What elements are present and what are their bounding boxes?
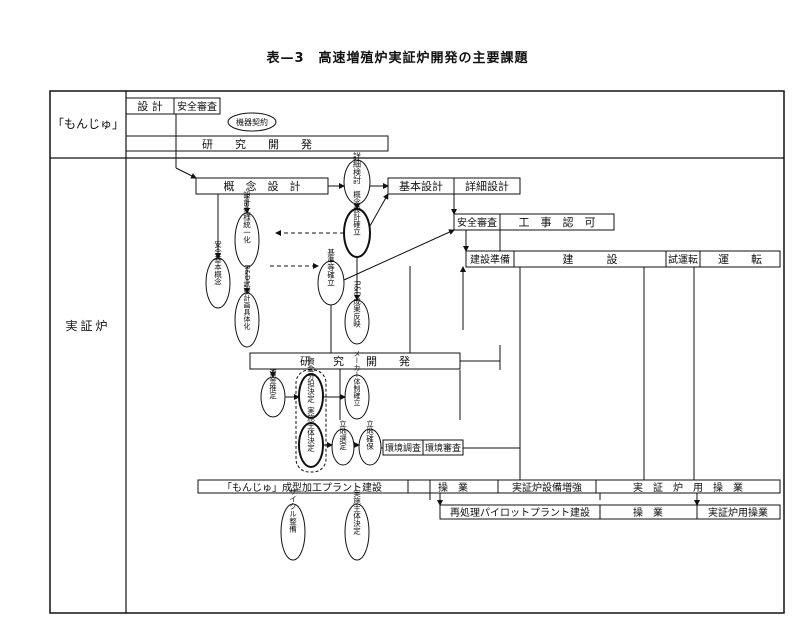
bubble-impl-body: 実施主体決定: [298, 405, 324, 468]
operation1-label: 操 業: [438, 481, 468, 494]
svg-text:機器契約: 機器契約: [236, 117, 268, 127]
svg-text:研 究 開 発: 研 究 開 発: [202, 137, 312, 151]
row-label-demo: 実証炉: [65, 318, 110, 333]
monju-design-box: 設 計: [125, 97, 175, 115]
demo-operation-label: 実 証 炉 用 操 業: [633, 481, 743, 494]
svg-text:安全基本概念: 安全基本概念: [213, 239, 222, 285]
svg-text:R&D成果反映: R&D成果反映: [352, 281, 361, 329]
bubble-safety-concept: 安全基本概念: [205, 239, 231, 309]
svg-text:設 計: 設 計: [137, 99, 163, 113]
demo-safety-review-box: 安全審査: [453, 213, 501, 231]
row-label-monju: 「もんじゅ」: [52, 117, 124, 131]
svg-text:工 事 認 可: 工 事 認 可: [519, 215, 596, 229]
svg-text:立地確保: 立地確保: [365, 419, 374, 452]
svg-text:実施主体決定: 実施主体決定: [306, 405, 315, 453]
construction-label: 建 設: [563, 252, 618, 266]
bottom-bar-2: 再処理パイロットプラント建設 操 業 実証炉用操業: [439, 504, 781, 520]
svg-text:環境調査: 環境調査: [385, 442, 421, 454]
bubble-rd-test: R&D試験計画具体化: [234, 265, 260, 348]
bubble-fuel-cycle: サイクル整備: [280, 487, 306, 561]
bubble-detail-design: 詳細検討: [343, 151, 371, 205]
svg-text:安全審査: 安全審査: [177, 100, 217, 113]
svg-text:実施主体決定: 実施主体決定: [352, 488, 361, 536]
svg-text:詳細検討: 詳細検討: [353, 151, 362, 184]
svg-text:設計仕様統一化: 設計仕様統一化: [242, 189, 251, 244]
bubble-standards: 基準等確立: [317, 247, 345, 306]
svg-text:概 念 設 計: 概 念 設 計: [224, 179, 301, 193]
svg-text:資金分担決定: 資金分担決定: [306, 356, 315, 404]
svg-text:基準等確立: 基準等確立: [326, 247, 335, 286]
svg-text:サイクル整備: サイクル整備: [288, 487, 297, 534]
svg-text:メーカー体制確立: メーカー体制確立: [353, 350, 361, 406]
svg-text:R&D試験計画具体化: R&D試験計画具体化: [243, 265, 251, 331]
env-review-box: 環境審査: [422, 439, 464, 456]
svg-text:環境審査: 環境審査: [425, 442, 461, 454]
detailed-design-box: 詳細設計: [453, 177, 521, 195]
env-survey-box: 環境調査: [382, 439, 424, 456]
page-title: 表—3 高速増殖炉実証炉開発の主要課題: [266, 51, 529, 66]
construction-prep-label: 建設準備: [470, 253, 510, 266]
bubble-concept-design: 概念設計確立: [343, 189, 371, 258]
connectors: [215, 183, 700, 506]
demo-operation2-label: 実証炉用操業: [708, 506, 768, 519]
construction-bar: 建設準備 建 設 試運転 運 転: [465, 250, 781, 268]
svg-text:安全審査: 安全審査: [457, 216, 497, 229]
svg-text:立地選定: 立地選定: [338, 419, 347, 452]
concept-design-box: 概 念 設 計: [195, 177, 329, 195]
svg-text:資金推定: 資金推定: [268, 368, 277, 401]
bottom-bar-1: 「もんじゅ」成型加工プラント建設 操 業 実証炉設備増強 実 証 炉 用 操 業: [197, 479, 781, 494]
construction-permit-box: 工 事 認 可: [499, 213, 615, 231]
outer-frame: [49, 90, 785, 614]
operation2-label: 操 業: [633, 506, 663, 519]
monju-equipment-contract-bubble: 機器契約: [227, 112, 277, 132]
svg-text:基本設計: 基本設計: [399, 179, 443, 193]
operation-label: 運 転: [718, 253, 762, 266]
svg-text:研 究 開 発: 研 究 開 発: [300, 354, 410, 368]
trial-operation-label: 試運転: [668, 253, 698, 266]
svg-text:詳細設計: 詳細設計: [465, 179, 509, 193]
reprocessing-pilot-label: 再処理パイロットプラント建設: [450, 506, 590, 519]
monju-safety-review-box: 安全審査: [173, 97, 221, 115]
monju-rnd-bar: 研 究 開 発: [125, 135, 389, 152]
bubble-local-consent: 立地確保: [358, 419, 382, 466]
monju-plant-label: 「もんじゅ」成型加工プラント建設: [222, 481, 382, 494]
svg-text:概念設計確立: 概念設計確立: [352, 189, 361, 236]
demo-facility-label: 実証炉設備増強: [512, 481, 582, 494]
bubble-site-selection: 立地選定: [331, 419, 355, 466]
bubble-impl-body2: 実施主体決定: [344, 488, 370, 561]
basic-design-box: 基本設計: [387, 177, 455, 195]
